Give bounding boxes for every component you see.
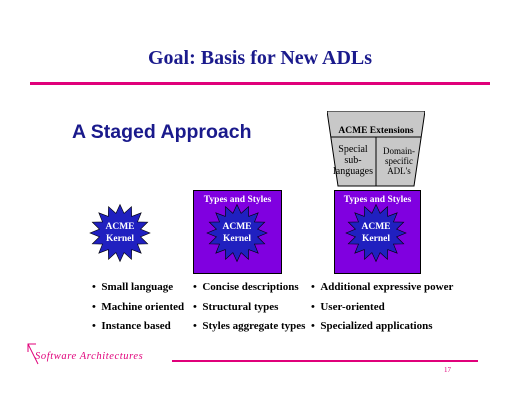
list-item: Machine oriented <box>92 298 184 318</box>
title-rule <box>30 82 490 85</box>
list-item: User-oriented <box>311 298 453 318</box>
box-label: Types and Styles <box>203 195 272 205</box>
extensions-title: ACME Extensions <box>338 126 414 136</box>
types-styles-box-right: Types and Styles <box>334 190 421 274</box>
bullet-list-left: Small language Machine oriented Instance… <box>92 278 184 337</box>
page-number: 17 <box>444 366 451 374</box>
slide-title: Goal: Basis for New ADLs <box>147 47 373 69</box>
footer-rule <box>172 360 478 362</box>
list-item: Structural types <box>193 298 305 318</box>
list-item: Instance based <box>92 317 184 337</box>
extensions-right-text: Domain- specific ADL's <box>383 146 415 176</box>
list-item: Styles aggregate types <box>193 317 305 337</box>
acme-kernel-star-middle <box>206 203 268 263</box>
list-item: Small language <box>92 278 184 298</box>
bullet-list-right: Additional expressive power User-oriente… <box>311 278 453 337</box>
footer-text: Software Architectures <box>35 351 144 362</box>
star-label-right: ACME Kernel <box>361 222 391 244</box>
list-item: Additional expressive power <box>311 278 453 298</box>
footer-bracket-icon <box>27 343 39 365</box>
slide-subtitle: A Staged Approach <box>72 121 252 143</box>
bullet-list-middle: Concise descriptions Structural types St… <box>193 278 305 337</box>
star-label-middle: ACME Kernel <box>222 222 252 244</box>
acme-kernel-star-left <box>89 203 151 263</box>
acme-kernel-star-right <box>345 203 407 263</box>
extensions-left-text: Special sub- languages <box>333 144 373 177</box>
list-item: Specialized applications <box>311 317 453 337</box>
list-item: Concise descriptions <box>193 278 305 298</box>
box-label: Types and Styles <box>343 195 412 205</box>
star-label-left: ACME Kernel <box>105 222 135 244</box>
extensions-trapezoid <box>327 111 425 187</box>
